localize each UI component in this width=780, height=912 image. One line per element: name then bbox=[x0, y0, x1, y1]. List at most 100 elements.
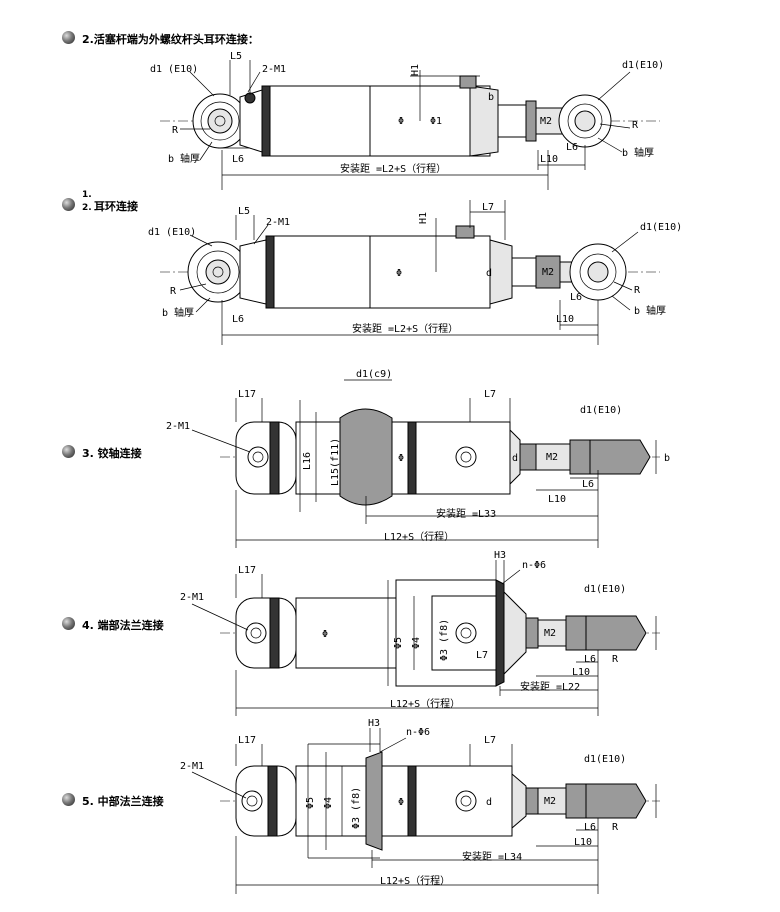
label: M2 bbox=[546, 452, 558, 463]
drawing-head-flange bbox=[191, 560, 660, 716]
label: L10 bbox=[572, 667, 590, 678]
label: 2-M1 bbox=[266, 217, 290, 228]
label: d bbox=[486, 797, 492, 808]
label: L17 bbox=[238, 565, 256, 576]
label: L10 bbox=[556, 314, 574, 325]
label: d1(E10) bbox=[584, 584, 626, 595]
section-title-prefix: 2. bbox=[82, 203, 92, 213]
label: L6 bbox=[570, 292, 582, 303]
label: R bbox=[634, 285, 641, 296]
label: L15(f11) bbox=[330, 438, 341, 486]
drawing-trunnion bbox=[191, 379, 660, 548]
label: d bbox=[486, 268, 492, 279]
label: L6 bbox=[584, 822, 596, 833]
drawing-rod-eye-thread bbox=[160, 60, 660, 190]
label: b 轴厚 bbox=[162, 306, 194, 319]
label: L7 bbox=[476, 650, 488, 661]
label: M2 bbox=[544, 628, 556, 639]
label: L6 bbox=[232, 154, 244, 165]
label: Φ3 (f8) bbox=[439, 619, 450, 661]
label: L5 bbox=[230, 51, 242, 62]
section-title: 耳环连接 bbox=[94, 200, 138, 213]
label: Φ bbox=[398, 797, 404, 808]
label: Φ1 bbox=[430, 116, 442, 127]
label: n-Φ6 bbox=[406, 727, 430, 738]
label: d1(E10) bbox=[640, 222, 682, 233]
label: L7 bbox=[484, 389, 496, 400]
section-title-prefix: 1. bbox=[82, 190, 92, 200]
label: R bbox=[170, 286, 177, 297]
label: L10 bbox=[548, 494, 566, 505]
install-distance: 安装距 =L33 bbox=[436, 507, 496, 520]
label: Φ3 (f8) bbox=[351, 787, 362, 829]
label: L17 bbox=[238, 389, 256, 400]
label: R bbox=[632, 120, 639, 131]
label: b bbox=[664, 453, 670, 464]
section-bullet-icon bbox=[62, 198, 75, 211]
section-title: 5. 中部法兰连接 bbox=[82, 795, 164, 808]
label: L17 bbox=[238, 735, 256, 746]
label: R bbox=[612, 822, 619, 833]
section-title: 3. 铰轴连接 bbox=[82, 447, 142, 460]
label: H1 bbox=[418, 212, 429, 224]
label: Φ5 bbox=[393, 637, 404, 649]
label: Φ bbox=[322, 629, 328, 640]
label: L10 bbox=[574, 837, 592, 848]
label: d1(E10) bbox=[622, 60, 664, 71]
label: M2 bbox=[540, 116, 552, 127]
label: d bbox=[512, 453, 518, 464]
drawing-intermediate-flange bbox=[191, 728, 660, 894]
label: Φ bbox=[398, 116, 404, 127]
drawing-eye-mount bbox=[160, 200, 660, 345]
label: d1 (E10) bbox=[150, 64, 198, 75]
label: b 轴厚 bbox=[622, 146, 654, 159]
section-bullet-icon bbox=[62, 445, 75, 458]
install-distance: 安装距 =L22 bbox=[520, 680, 580, 693]
label: L6 bbox=[232, 314, 244, 325]
label: n-Φ6 bbox=[522, 560, 546, 571]
total-length: L12+S（行程） bbox=[384, 530, 454, 543]
label: R bbox=[172, 125, 179, 136]
section-bullet-icon bbox=[62, 793, 75, 806]
label: L6 bbox=[582, 479, 594, 490]
label: H3 bbox=[368, 718, 380, 729]
label: M2 bbox=[544, 796, 556, 807]
total-length: L12+S（行程） bbox=[380, 874, 450, 887]
label: L7 bbox=[484, 735, 496, 746]
total-length: L12+S（行程） bbox=[390, 697, 460, 710]
label: b 轴厚 bbox=[634, 304, 666, 317]
label: d1 (E10) bbox=[148, 227, 196, 238]
label: H3 bbox=[494, 550, 506, 561]
install-distance: 安装距 =L2+S（行程） bbox=[352, 322, 458, 335]
section-bullet-icon bbox=[62, 617, 75, 630]
label: Φ4 bbox=[323, 797, 334, 809]
label: 2-M1 bbox=[166, 421, 190, 432]
label: L7 bbox=[482, 202, 494, 213]
install-distance: 安装距 =L34 bbox=[462, 850, 522, 863]
label: Φ bbox=[398, 453, 404, 464]
label: L6 bbox=[566, 142, 578, 153]
section-title: 4. 端部法兰连接 bbox=[82, 619, 164, 632]
label: L10 bbox=[540, 154, 558, 165]
section-title: 2.活塞杆端为外螺纹杆头耳环连接： bbox=[82, 33, 259, 46]
label: M2 bbox=[542, 267, 554, 278]
label: R bbox=[612, 654, 619, 665]
label: Φ4 bbox=[411, 637, 422, 649]
label: 2-M1 bbox=[262, 64, 286, 75]
label: Φ bbox=[396, 268, 402, 279]
section-bullet-icon bbox=[62, 31, 75, 44]
label: 2-M1 bbox=[180, 592, 204, 603]
label: Φ5 bbox=[305, 797, 316, 809]
label: L6 bbox=[584, 654, 596, 665]
label: b bbox=[488, 92, 494, 103]
label: b 轴厚 bbox=[168, 152, 200, 165]
install-distance: 安装距 =L2+S（行程） bbox=[340, 162, 446, 175]
label: 2-M1 bbox=[180, 761, 204, 772]
label: d1(E10) bbox=[584, 754, 626, 765]
label: d1(E10) bbox=[580, 405, 622, 416]
label: L5 bbox=[238, 206, 250, 217]
label: H1 bbox=[410, 64, 421, 76]
label: L16 bbox=[302, 452, 313, 470]
label: d1(c9) bbox=[356, 369, 392, 380]
